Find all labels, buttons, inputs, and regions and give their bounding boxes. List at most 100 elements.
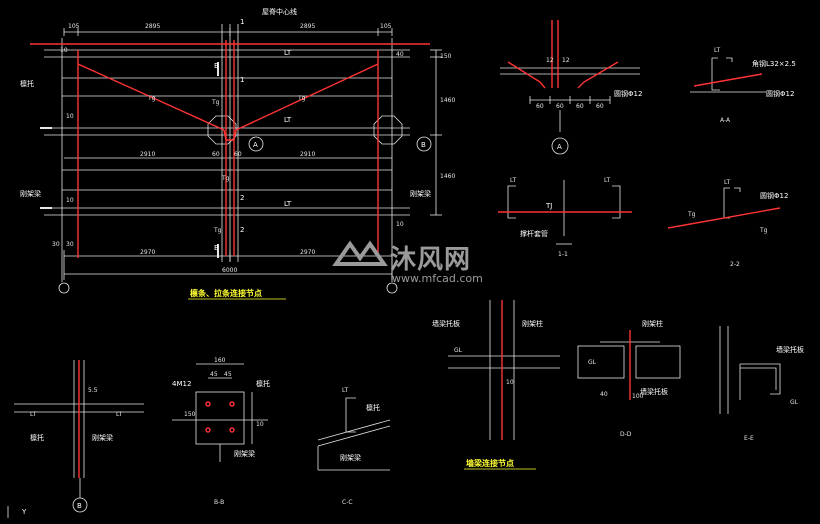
- lt-label-3: LT: [284, 200, 292, 208]
- small-dim-10: 10: [396, 221, 404, 228]
- detail-dd-column: 刚架柱: [642, 319, 663, 328]
- wall-beam-node-labels: 刚架柱 墙梁托板 10 GL: [432, 319, 543, 386]
- detail-a-labels: 60 60 60 60 12 12 圆钢Φ12 A: [536, 57, 642, 151]
- detail-22-rod: 圆钢Φ12: [760, 191, 788, 200]
- detail-11-labels: LT LT TJ 撑杆套管 1-1: [510, 177, 611, 258]
- center-dim-1: 60: [212, 151, 220, 158]
- detail-dd-caption: D-D: [620, 431, 632, 438]
- lt-label-2: LT: [284, 116, 292, 124]
- detail-11-note: 撑杆套管: [520, 229, 548, 238]
- dim-top-4: 105: [380, 23, 392, 30]
- tg-label-3: Tg: [211, 99, 220, 106]
- small-dim-2: 10: [66, 113, 74, 120]
- detail-22-caption: 2-2: [730, 261, 740, 268]
- title-purlin-nodes: 檩条、拉条连接节点: [190, 288, 262, 298]
- detail-bb-red: [205, 401, 235, 433]
- detail-b-labels: 5.5 LT LT 檩托 刚架梁 B: [30, 387, 123, 510]
- detail-cc-labels: LT 檩托 刚架梁 C-C: [340, 387, 380, 506]
- axis-y-label: Y: [21, 508, 27, 516]
- plan-red-members: [30, 40, 430, 258]
- detail-ee-gl: GL: [790, 399, 799, 406]
- detail-bb-support: 檩托: [256, 379, 270, 388]
- detail-dd-plate: 墙梁托板: [640, 387, 668, 396]
- detail-cc-lt: LT: [342, 387, 349, 394]
- small-dim-1: 10: [60, 47, 68, 54]
- watermark: 沐风网 www.mfcad.com: [332, 240, 483, 285]
- detail-a-red: [507, 20, 619, 89]
- detail-aa-top: LT: [714, 47, 721, 54]
- col-mark-2: 1: [240, 76, 244, 84]
- detail-bb-dim-45a: 45: [210, 371, 218, 378]
- detail-a-dim-4: 60: [596, 103, 604, 110]
- dim-bottom-2: 2970: [300, 249, 315, 256]
- detail-bb-dim-45b: 45: [224, 371, 232, 378]
- lt-label-1: LT: [284, 49, 292, 57]
- bubble-b: B: [421, 141, 426, 149]
- section-mark-b2: B: [214, 244, 219, 252]
- detail-a: [500, 67, 640, 155]
- detail-a-dim-2: 60: [556, 103, 564, 110]
- tg-label-5: Tg: [213, 227, 222, 234]
- detail-aa-red: [693, 73, 763, 87]
- tg-label-1: Tg: [147, 95, 156, 102]
- detail-11: [507, 180, 621, 245]
- detail-aa-rod: 圆钢Φ12: [766, 89, 794, 98]
- col-mark-1: 1: [240, 18, 244, 26]
- title-wall-beam-nodes: 墙梁连接节点: [466, 458, 514, 468]
- detail-aa-angle: 角钢L32×2.5: [752, 59, 796, 68]
- detail-b-lt-left: LT: [30, 411, 37, 418]
- label-frame-beam-left: 刚架梁: [20, 189, 41, 198]
- wall-node-column: 刚架柱: [522, 319, 543, 328]
- detail-bb-bolt: 4M12: [172, 380, 191, 388]
- section-mark-b1: B: [214, 62, 219, 70]
- small-dim-3: 10: [66, 197, 74, 204]
- detail-a-dim-1: 60: [536, 103, 544, 110]
- detail-cc-beam: 刚架梁: [340, 453, 361, 462]
- label-purlin-support: 檩托: [20, 79, 34, 88]
- detail-11-tj: TJ: [545, 202, 552, 210]
- detail-a-bubble: A: [557, 143, 562, 151]
- col-mark-3: 2: [240, 194, 244, 202]
- detail-bb-dim-160: 160: [214, 357, 226, 364]
- detail-a-rod-label: 圆钢Φ12: [614, 89, 642, 98]
- detail-aa-labels: LT 角钢L32×2.5 圆钢Φ12 A-A: [714, 47, 796, 124]
- axis-marker: Y: [7, 506, 27, 518]
- tg-label-2: Tg: [297, 95, 306, 102]
- detail-ee-plate: 墙梁托板: [776, 345, 804, 354]
- detail-dd-gl-left: GL: [588, 359, 597, 366]
- small-dim-5: 30: [66, 241, 74, 248]
- plan-labels: 105 2895 2895 105 屋脊中心线 LT LT LT 2910 29…: [20, 7, 455, 274]
- detail-cc: [317, 397, 391, 471]
- purlin-plan: [40, 24, 442, 294]
- detail-dd-dim-100: 100: [632, 393, 644, 400]
- wall-node-plate: 墙梁托板: [432, 319, 460, 328]
- detail-b-bubble: B: [77, 502, 82, 510]
- detail-22-lt: LT: [724, 179, 731, 186]
- detail-bb-caption: B-B: [214, 499, 224, 506]
- detail-bb: [172, 363, 268, 462]
- detail-aa: [690, 57, 766, 93]
- detail-22-tg-right: Tg: [759, 227, 768, 234]
- detail-a-dim-6: 12: [562, 57, 570, 64]
- detail-b-lt-right: LT: [116, 411, 123, 418]
- detail-a-dim-3: 60: [576, 103, 584, 110]
- detail-11-caption: 1-1: [558, 251, 568, 258]
- detail-22-labels: LT 圆钢Φ12 Tg Tg 2-2: [687, 179, 788, 268]
- wall-node-dim: 10: [506, 379, 514, 386]
- watermark-logo-icon: [332, 240, 388, 266]
- bubble-a: A: [253, 141, 258, 149]
- detail-ee: [719, 326, 781, 414]
- small-dim-7: 1460: [440, 97, 455, 104]
- detail-aa-caption: A-A: [720, 117, 731, 124]
- detail-bb-labels: 160 45 45 4M12 檩托 刚架梁 150 10 B-B: [172, 357, 270, 506]
- detail-b-support: 檩托: [30, 433, 44, 442]
- detail-ee-labels: 墙梁托板 GL E-E: [744, 345, 804, 442]
- detail-cc-support: 檩托: [366, 403, 380, 412]
- detail-ee-caption: E-E: [744, 435, 754, 442]
- detail-dd-labels: 刚架柱 墙梁托板 GL 40 100 D-D: [588, 319, 668, 438]
- small-dim-8: 1460: [440, 173, 455, 180]
- watermark-url: www.mfcad.com: [392, 272, 483, 285]
- detail-22-red: [667, 207, 781, 229]
